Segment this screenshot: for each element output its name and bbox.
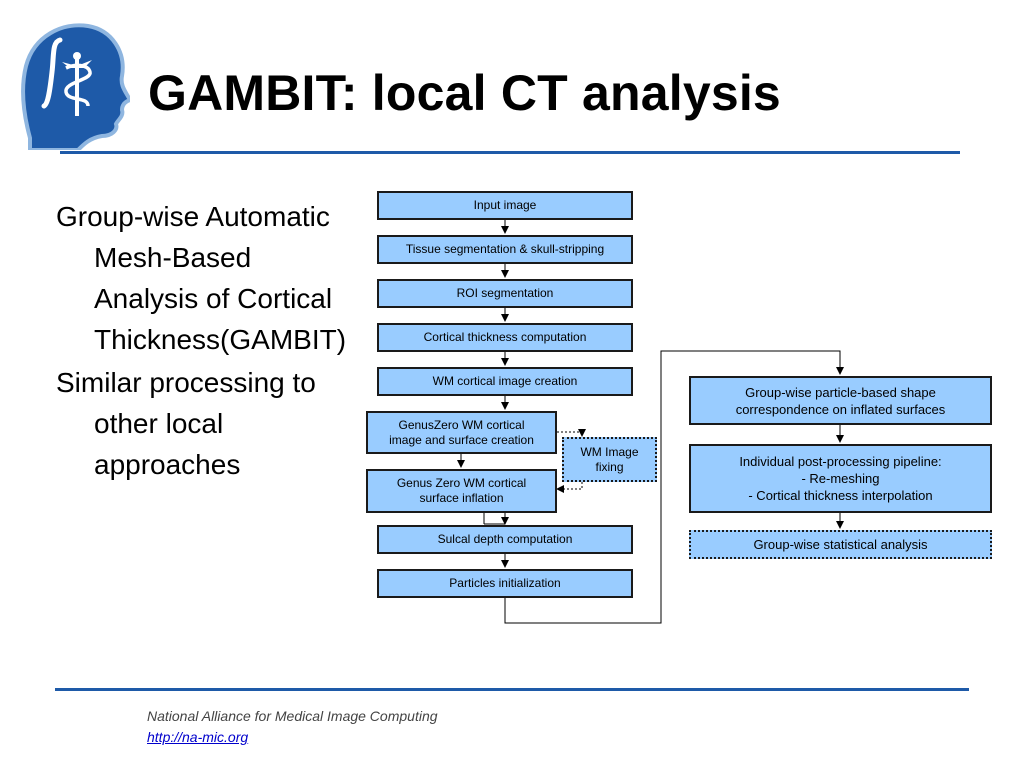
footer-org: National Alliance for Medical Image Comp… — [147, 708, 438, 724]
bullet-text-gambit: Group-wise Automatic Mesh-Based Analysis… — [56, 201, 347, 355]
step-wm-image-creation: WM cortical image creation — [377, 367, 633, 396]
dotted-arrow-fixing-to-inflation — [556, 482, 583, 493]
step-input-image: Input image — [377, 191, 633, 220]
dotted-arrow-genuszero-to-fixing — [557, 429, 586, 437]
step-tissue-segmentation: Tissue segmentation & skull-stripping — [377, 235, 633, 264]
step-individual-postprocessing: Individual post-processing pipeline: - R… — [689, 444, 992, 513]
footer: National Alliance for Medical Image Comp… — [147, 706, 438, 748]
step-groupwise-particle-correspondence: Group-wise particle-based shape correspo… — [689, 376, 992, 425]
bullet-item: Similar processing to other local approa… — [56, 362, 356, 485]
step-genuszero-surface: GenusZero WM cortical image and surface … — [366, 411, 557, 454]
step-surface-inflation: Genus Zero WM cortical surface inflation — [366, 469, 557, 513]
footer-divider — [55, 688, 969, 691]
step-groupwise-statistical: Group-wise statistical analysis — [689, 530, 992, 559]
step-cortical-thickness: Cortical thickness computation — [377, 323, 633, 352]
bullet-item: Group-wise Automatic Mesh-Based Analysis… — [56, 196, 356, 360]
bullet-text-similar: Similar processing to other local approa… — [56, 367, 316, 480]
step-sulcal-depth: Sulcal depth computation — [377, 525, 633, 554]
step-particles-init: Particles initialization — [377, 569, 633, 598]
arrow-particles-to-groupwise — [504, 350, 844, 624]
step-roi-segmentation: ROI segmentation — [377, 279, 633, 308]
page-title: GAMBIT: local CT analysis — [148, 65, 781, 121]
title-divider — [60, 151, 960, 154]
slicer-head-logo-icon — [21, 23, 130, 150]
bullet-list: Group-wise Automatic Mesh-Based Analysis… — [56, 196, 356, 485]
step-wm-image-fixing: WM Image fixing — [562, 437, 657, 482]
footer-link[interactable]: http://na-mic.org — [147, 729, 249, 745]
